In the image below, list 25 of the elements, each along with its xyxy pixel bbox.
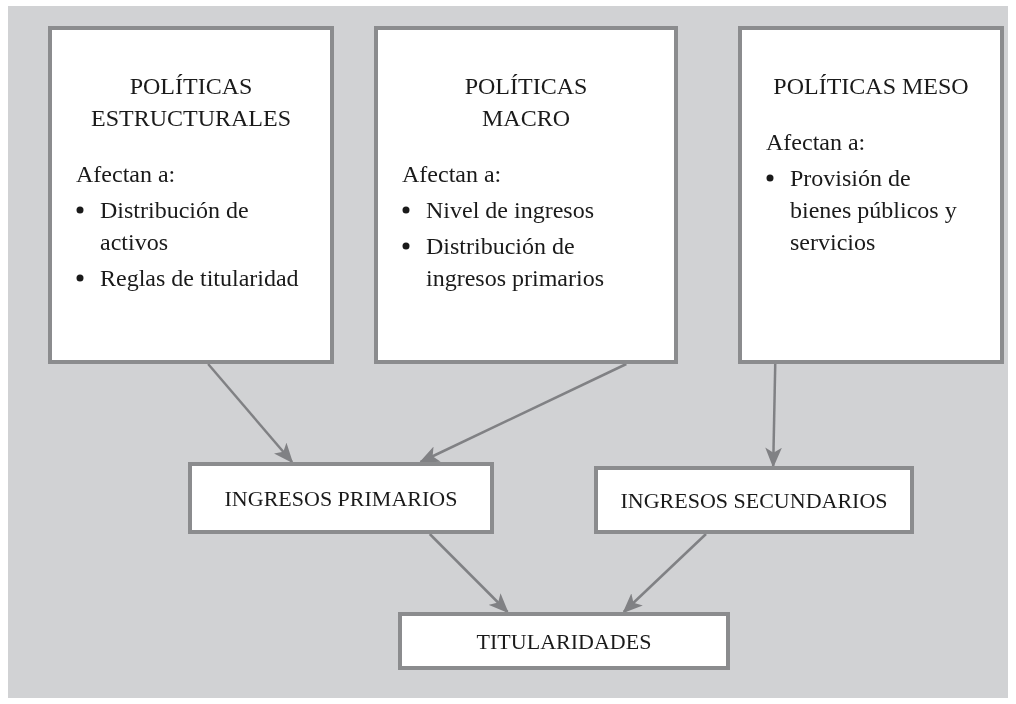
policy-box [48, 26, 334, 364]
arrow [207, 363, 294, 464]
policy-box [374, 26, 678, 364]
intro-text: Afectan a: [76, 160, 177, 189]
arrow [419, 362, 627, 464]
box-label: INGRESOS SECUNDARIOS [620, 486, 888, 515]
arrow [622, 533, 707, 614]
box-label: TITULARIDADES [476, 627, 652, 656]
box-heading: POLÍTICAS MESO [773, 72, 969, 101]
income-box [398, 612, 730, 670]
intro-text: Afectan a: [402, 160, 503, 189]
list-item: Distribución de ingresos primarios [426, 232, 605, 293]
list-item: Nivel de ingresos [426, 196, 594, 225]
box-heading: POLÍTICAS ESTRUCTURALES [90, 72, 292, 133]
list-item: Distribución de activos [100, 196, 250, 257]
list-item: Provisión de bienes públicos y servicios [790, 164, 958, 257]
arrow [765, 363, 782, 468]
box-heading: POLÍTICAS MACRO [463, 72, 589, 133]
policy-box [738, 26, 1004, 364]
list-item: Reglas de titularidad [100, 264, 299, 293]
arrow [428, 533, 509, 614]
intro-text: Afectan a: [766, 128, 867, 157]
income-box [594, 466, 914, 534]
box-label: INGRESOS PRIMARIOS [224, 484, 458, 513]
income-box [188, 462, 494, 534]
